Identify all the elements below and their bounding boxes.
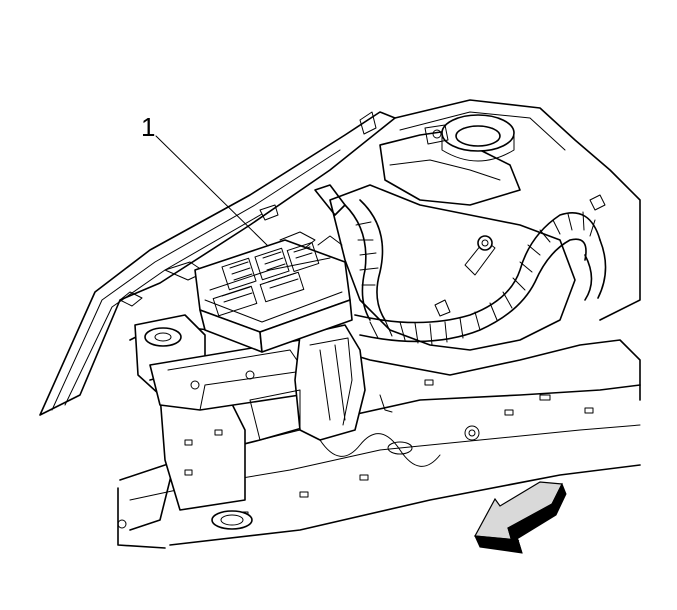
fuse-cells: [212, 242, 320, 317]
callout-leader-1: [155, 135, 269, 247]
lower-mount: [117, 314, 253, 549]
direction-arrow: [474, 481, 567, 554]
wiring-harness: [314, 184, 607, 413]
cowl-structure: [379, 99, 641, 321]
harness-wraps: [355, 211, 596, 346]
inner-fender: [329, 184, 606, 351]
callout-number-1: 1: [141, 112, 156, 142]
fuse-relay-block: [194, 231, 353, 353]
air-duct: [249, 324, 366, 441]
strut-tower: [424, 114, 515, 162]
